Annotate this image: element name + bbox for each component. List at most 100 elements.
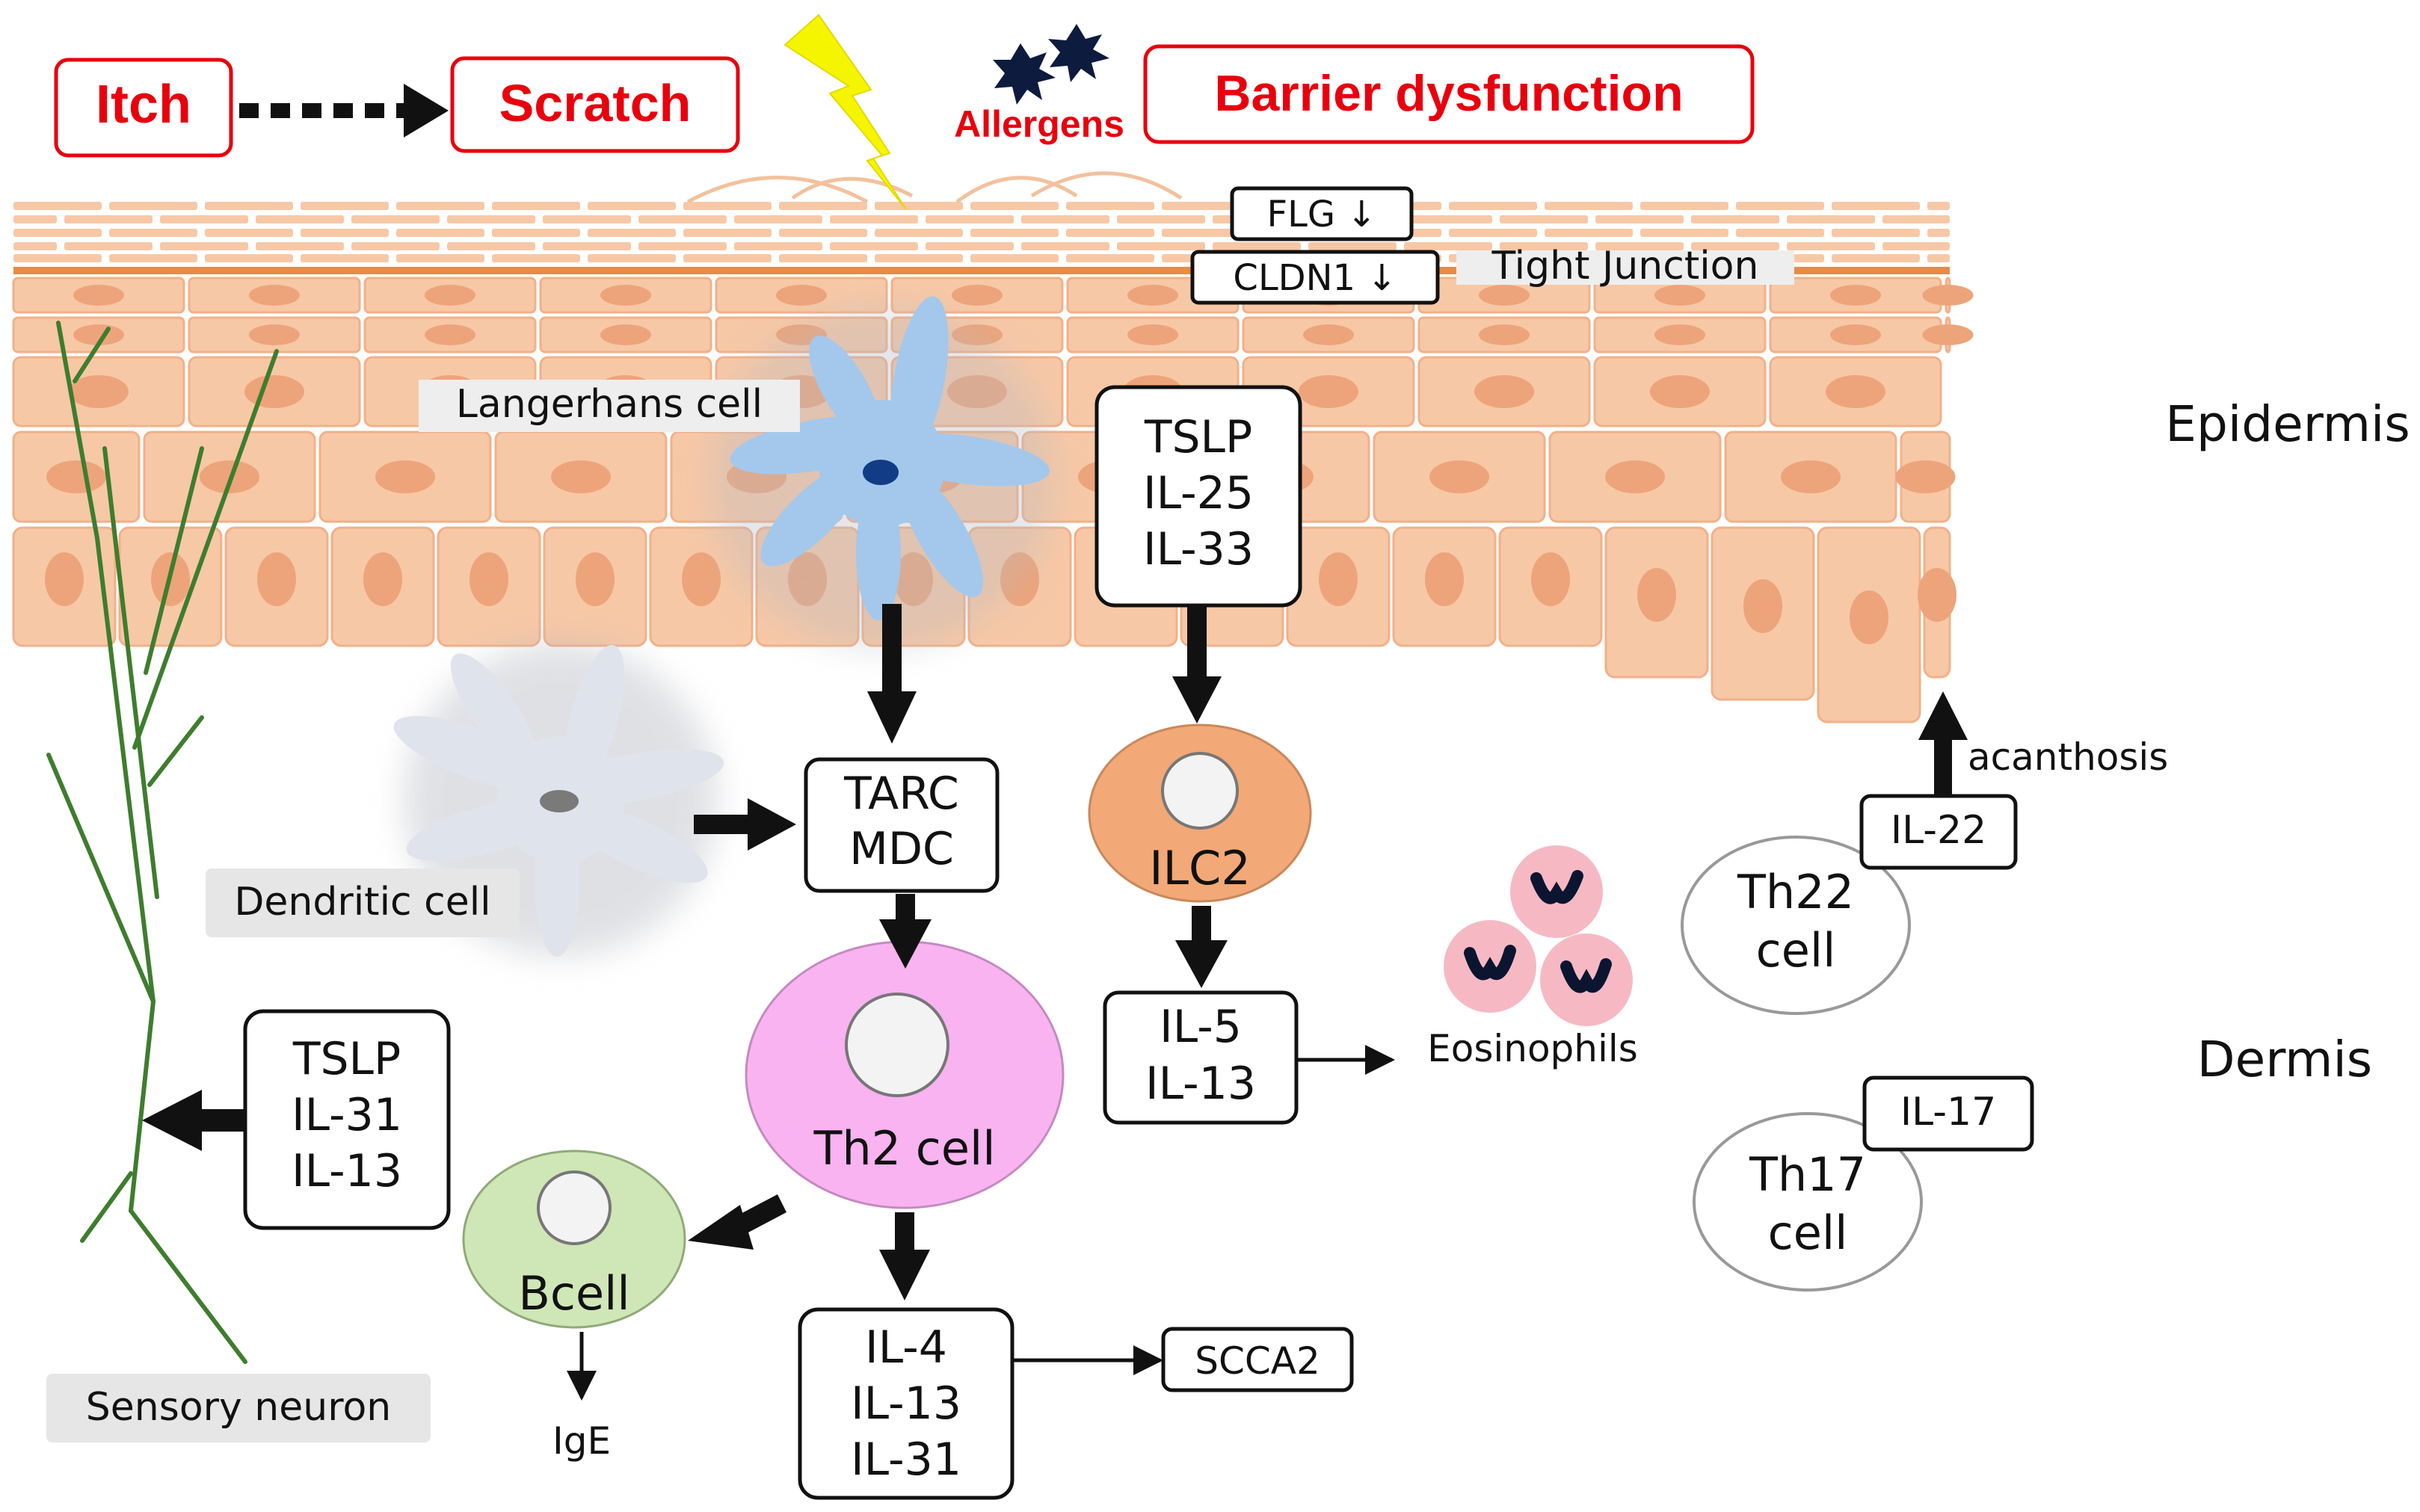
skin-cell	[1832, 254, 1920, 262]
skin-cell	[1736, 202, 1824, 210]
bold-arrows	[142, 604, 1968, 1300]
skin-cell	[683, 254, 772, 262]
th2-label: Th2 cell	[813, 1121, 995, 1176]
th2-out-2: IL-31	[851, 1434, 961, 1486]
skin-cell	[301, 254, 389, 262]
skin-cell	[830, 242, 918, 250]
cell-nucleus	[1922, 324, 1974, 345]
cell-nucleus	[73, 285, 124, 306]
ilc2-out-1: IL-13	[1145, 1058, 1256, 1110]
scratch-label: Scratch	[499, 74, 692, 132]
il5-il13-box: IL-5 IL-13	[1103, 990, 1299, 1125]
skin-cell	[734, 215, 822, 223]
skin-cell	[1927, 202, 1950, 210]
skin-cell	[1500, 215, 1588, 223]
th17-label-0: Th17	[1749, 1147, 1866, 1202]
skin-cell	[396, 229, 484, 237]
skin-cell	[492, 202, 580, 210]
itch-scratch-arrow	[239, 84, 449, 138]
il17-box: IL-17	[1862, 1076, 2034, 1152]
cell-nucleus	[363, 552, 402, 606]
skin-cell	[926, 215, 1014, 223]
skin-cell	[1117, 242, 1205, 250]
langerhans-tag: Langerhans cell	[419, 380, 800, 432]
cell-nucleus	[1895, 460, 1956, 493]
skin-cell	[256, 215, 344, 223]
ilc2-cell-icon: ILC2	[1088, 723, 1312, 903]
langerhans-label: Langerhans cell	[456, 382, 763, 427]
cell-nucleus	[1127, 324, 1178, 345]
tight-junction-tag: Tight Junction	[1456, 244, 1794, 288]
cell-nucleus	[1922, 285, 1974, 306]
flg-box: FLG ↓	[1230, 186, 1414, 241]
skin-cell	[256, 242, 344, 250]
skin-cell	[683, 202, 772, 210]
cell-nucleus	[1830, 285, 1881, 306]
cell-nucleus	[1781, 460, 1841, 493]
skin-cell	[543, 215, 631, 223]
tarc-mdc-box: TARC MDC	[804, 757, 1000, 893]
skin-cell	[1213, 242, 1301, 250]
cell-nucleus	[1303, 324, 1354, 345]
skin-cell	[779, 229, 867, 237]
cell-nucleus	[46, 460, 106, 493]
skin-cell	[1595, 242, 1684, 250]
cell-nucleus	[45, 552, 84, 606]
skin-cell	[1595, 215, 1684, 223]
th2-out-0: IL-4	[865, 1321, 947, 1374]
skin-cell	[779, 254, 867, 262]
cell-nucleus	[1830, 324, 1881, 345]
skin-cell	[205, 202, 293, 210]
cell-nucleus	[682, 552, 721, 606]
skin-cell	[160, 242, 248, 250]
il17-label: IL-17	[1900, 1090, 1996, 1135]
skin-cell	[588, 229, 676, 237]
skin-cell	[734, 242, 822, 250]
skin-cell	[683, 229, 772, 237]
skin-cell	[970, 202, 1059, 210]
dendritic-tag: Dendritic cell	[206, 868, 520, 937]
cell-nucleus	[375, 460, 435, 493]
cell-nucleus	[952, 285, 1003, 306]
itch-box: Itch	[54, 58, 233, 158]
cell-nucleus	[1479, 324, 1530, 345]
skin-cell	[970, 254, 1059, 262]
arrow-dendritic-tarc	[694, 798, 796, 851]
arrow-ilc2-il5	[1175, 906, 1228, 988]
skin-cell	[205, 254, 293, 262]
allergens-label: Allergens	[954, 103, 1124, 145]
skin-cell	[13, 215, 57, 223]
tslp-il31-il13-box: TSLP IL-31 IL-13	[243, 1009, 451, 1230]
barrier-box: Barrier dysfunction	[1143, 44, 1755, 144]
skin-cell	[1882, 215, 1950, 223]
chemokine-1: MDC	[849, 823, 954, 875]
cell-nucleus	[257, 552, 296, 606]
skin-cell	[1736, 229, 1824, 237]
arrow-acanthosis	[1918, 691, 1968, 796]
skin-cell	[1404, 242, 1492, 250]
cell-nucleus	[1654, 285, 1705, 306]
acanthosis-label: acanthosis	[1968, 735, 2168, 779]
cell-nucleus	[600, 285, 651, 306]
skin-cell	[1162, 202, 1250, 210]
skin-cell	[875, 254, 963, 262]
cldn1-label: CLDN1 ↓	[1233, 257, 1397, 299]
skin-cell	[875, 202, 963, 210]
cell-nucleus	[1605, 460, 1665, 493]
skin-cell	[1927, 254, 1950, 262]
skin-cell	[1691, 215, 1779, 223]
skin-cell	[1545, 202, 1633, 210]
skin-cell	[13, 202, 102, 210]
th17-cell-icon: Th17 cell	[1693, 1112, 1923, 1292]
cell-nucleus	[425, 324, 475, 345]
skin-cell	[396, 202, 484, 210]
th2-out-1: IL-13	[851, 1377, 961, 1430]
skin-cell	[1449, 202, 1537, 210]
skin-cell	[205, 229, 293, 237]
eosinophils-icon	[1444, 845, 1633, 1026]
cell-nucleus	[1654, 324, 1705, 345]
scca2-box: SCCA2	[1161, 1327, 1354, 1392]
cell-nucleus	[425, 285, 475, 306]
arrow-box-neuron	[142, 1090, 245, 1151]
